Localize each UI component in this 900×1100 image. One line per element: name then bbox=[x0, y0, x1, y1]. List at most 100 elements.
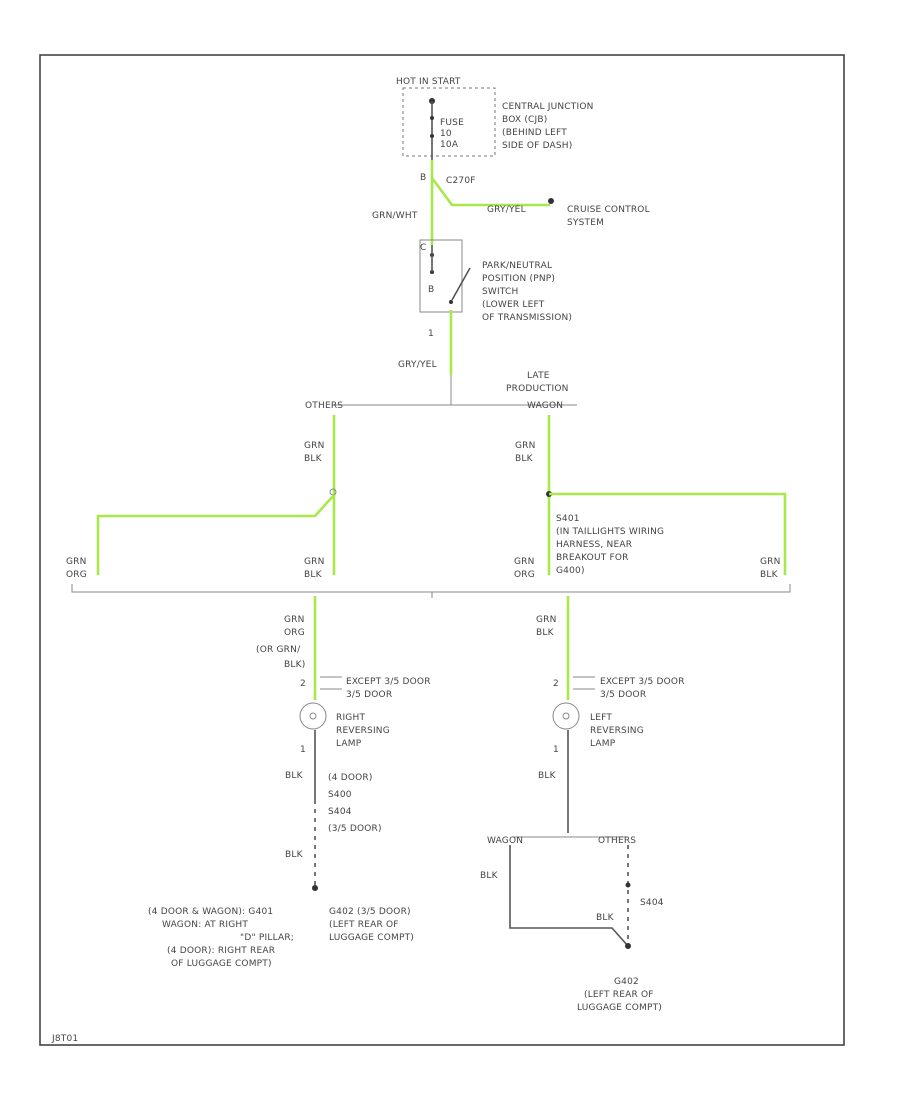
others-grn: GRN bbox=[304, 441, 325, 451]
right-ground-terminal bbox=[312, 885, 318, 891]
bus-blk-right: BLK bbox=[760, 570, 779, 580]
hot-in-start-label: HOT IN START bbox=[396, 77, 461, 87]
right-splice-2: S400 bbox=[328, 790, 352, 800]
right-blk-label: BLK bbox=[285, 771, 304, 781]
left-lamp-bottom-pin: 1 bbox=[553, 745, 559, 755]
pnp-switch-arm bbox=[451, 267, 471, 301]
bus-grn-mid: GRN bbox=[514, 557, 535, 567]
bus-grn-far-left: GRN bbox=[66, 557, 87, 567]
s404-splice bbox=[625, 882, 631, 888]
cjb-desc-3: (BEHIND LEFT bbox=[502, 128, 567, 138]
blk-wagon-label: BLK bbox=[480, 871, 499, 881]
right-feed-3: (OR GRN/ bbox=[256, 645, 301, 655]
g402-bottom-1: G402 bbox=[614, 977, 639, 987]
g402-note-2: (LEFT REAR OF bbox=[329, 920, 399, 930]
cruise-connector bbox=[548, 198, 554, 204]
left-lamp-note-2: 3/5 DOOR bbox=[600, 690, 646, 700]
others-bottom-label: OTHERS bbox=[598, 836, 636, 846]
left-lamp-label-3: LAMP bbox=[590, 739, 616, 749]
left-blk-label: BLK bbox=[538, 771, 557, 781]
late-production-1: LATE bbox=[527, 371, 550, 381]
g402-note-1: G402 (3/5 DOOR) bbox=[329, 907, 411, 917]
right-blk-dash-label: BLK bbox=[285, 850, 304, 860]
left-feed-1: GRN bbox=[536, 615, 557, 625]
right-lamp-label-3: LAMP bbox=[336, 739, 362, 749]
right-lamp-label-1: RIGHT bbox=[336, 713, 365, 723]
late-production-2: PRODUCTION bbox=[506, 384, 569, 394]
right-ground-note-4: (4 DOOR): RIGHT REAR bbox=[167, 946, 275, 956]
c270f-label: C270F bbox=[446, 176, 476, 186]
grn-wht-label: GRN/WHT bbox=[372, 211, 418, 221]
wagon-ground-wire bbox=[509, 845, 629, 947]
right-lamp-label-2: REVERSING bbox=[336, 726, 390, 736]
s401-note-2: (IN TAILLIGHTS WIRING bbox=[556, 527, 664, 537]
fuse-mid-dot-2 bbox=[430, 134, 434, 138]
cjb-box bbox=[402, 87, 496, 157]
pnp-pivot bbox=[449, 300, 453, 304]
wagon-top-label: WAGON bbox=[527, 401, 563, 411]
cruise-branch-wire bbox=[430, 177, 550, 207]
left-lamp-top-pin: 2 bbox=[553, 679, 559, 689]
cruise-label-2: SYSTEM bbox=[567, 218, 604, 228]
right-ground-note-3: "D" PILLAR; bbox=[240, 933, 294, 943]
pnp-bottom-pin: 1 bbox=[428, 329, 434, 339]
left-lamp-label-1: LEFT bbox=[590, 713, 612, 723]
right-lamp-bottom-pin: 1 bbox=[300, 745, 306, 755]
g402-bottom-3: LUGGAGE COMPT) bbox=[577, 1003, 662, 1013]
pnp-label-5: OF TRANSMISSION) bbox=[482, 313, 572, 323]
fuse-out-pin: B bbox=[420, 173, 426, 183]
fuse-rating: 10A bbox=[440, 140, 459, 150]
g402-bottom-2: (LEFT REAR OF bbox=[584, 990, 654, 1000]
s401-note-3: HARNESS, NEAR bbox=[556, 540, 632, 550]
right-lamp-filament bbox=[309, 712, 317, 720]
left-feed-2: BLK bbox=[536, 628, 555, 638]
bus-org-far-left: ORG bbox=[66, 570, 87, 580]
right-ground-note-5: OF LUGGAGE COMPT) bbox=[171, 959, 272, 969]
diagram-border bbox=[39, 54, 845, 1046]
pnp-switch: C B 1 PARK/NEUTRAL POSITION (PNP) SWITCH… bbox=[419, 239, 572, 339]
grn-org-wire-left bbox=[96, 494, 335, 575]
gry-yel-pnp-label: GRY/YEL bbox=[398, 360, 437, 370]
fuse-mid-dot bbox=[430, 116, 434, 120]
others-top-label: OTHERS bbox=[305, 401, 343, 411]
cjb-desc-2: BOX (CJB) bbox=[502, 115, 548, 125]
right-lamp-top-pin: 2 bbox=[300, 679, 306, 689]
s401-note-1: S401 bbox=[556, 514, 580, 524]
right-lamp-note-1: EXCEPT 3/5 DOOR bbox=[346, 677, 431, 687]
right-lamp-note-2: 3/5 DOOR bbox=[346, 690, 392, 700]
fuse-label: FUSE bbox=[440, 118, 464, 128]
left-lamp-note-1: EXCEPT 3/5 DOOR bbox=[600, 677, 685, 687]
right-ground-note-1: (4 DOOR & WAGON): G401 bbox=[148, 907, 273, 917]
fuse-block: HOT IN START FUSE 10 10A CENTRAL JUNCTIO… bbox=[396, 77, 594, 186]
right-feed-4: BLK) bbox=[284, 660, 305, 670]
left-reversing-lamp-bulb bbox=[552, 702, 580, 730]
right-reversing-lamp-bulb bbox=[299, 702, 327, 730]
g402-terminal bbox=[625, 943, 631, 949]
s401-note-5: G400) bbox=[556, 566, 585, 576]
pnp-switch-box bbox=[419, 239, 463, 313]
cjb-desc-1: CENTRAL JUNCTION bbox=[502, 102, 594, 112]
bus-org-mid: ORG bbox=[514, 570, 535, 580]
bus-grn-right: GRN bbox=[760, 557, 781, 567]
pnp-top-pin: C bbox=[420, 243, 426, 253]
right-splice-1: (4 DOOR) bbox=[328, 773, 373, 783]
bus-bracket bbox=[71, 584, 791, 593]
bus-blk-left: BLK bbox=[304, 570, 323, 580]
bus-grn-left: GRN bbox=[304, 557, 325, 567]
pnp-label-3: SWITCH bbox=[482, 287, 519, 297]
cjb-desc-4: SIDE OF DASH) bbox=[502, 141, 573, 151]
cruise-wire-label: GRY/YEL bbox=[487, 205, 526, 215]
grn-blk-wire-right bbox=[549, 492, 787, 575]
pnp-mid-pin: B bbox=[428, 285, 434, 295]
wagon-grn: GRN bbox=[515, 441, 536, 451]
right-feed-1: GRN bbox=[284, 615, 305, 625]
right-splice-3: S404 bbox=[328, 807, 352, 817]
right-ground-note-2: WAGON: AT RIGHT bbox=[162, 920, 248, 930]
left-lamp-label-2: REVERSING bbox=[590, 726, 644, 736]
pnp-label-2: POSITION (PNP) bbox=[482, 274, 555, 284]
wagon-bottom-label: WAGON bbox=[487, 836, 523, 846]
others-blk: BLK bbox=[304, 454, 323, 464]
pnp-label-1: PARK/NEUTRAL bbox=[482, 261, 552, 271]
left-lamp-filament bbox=[562, 712, 570, 720]
